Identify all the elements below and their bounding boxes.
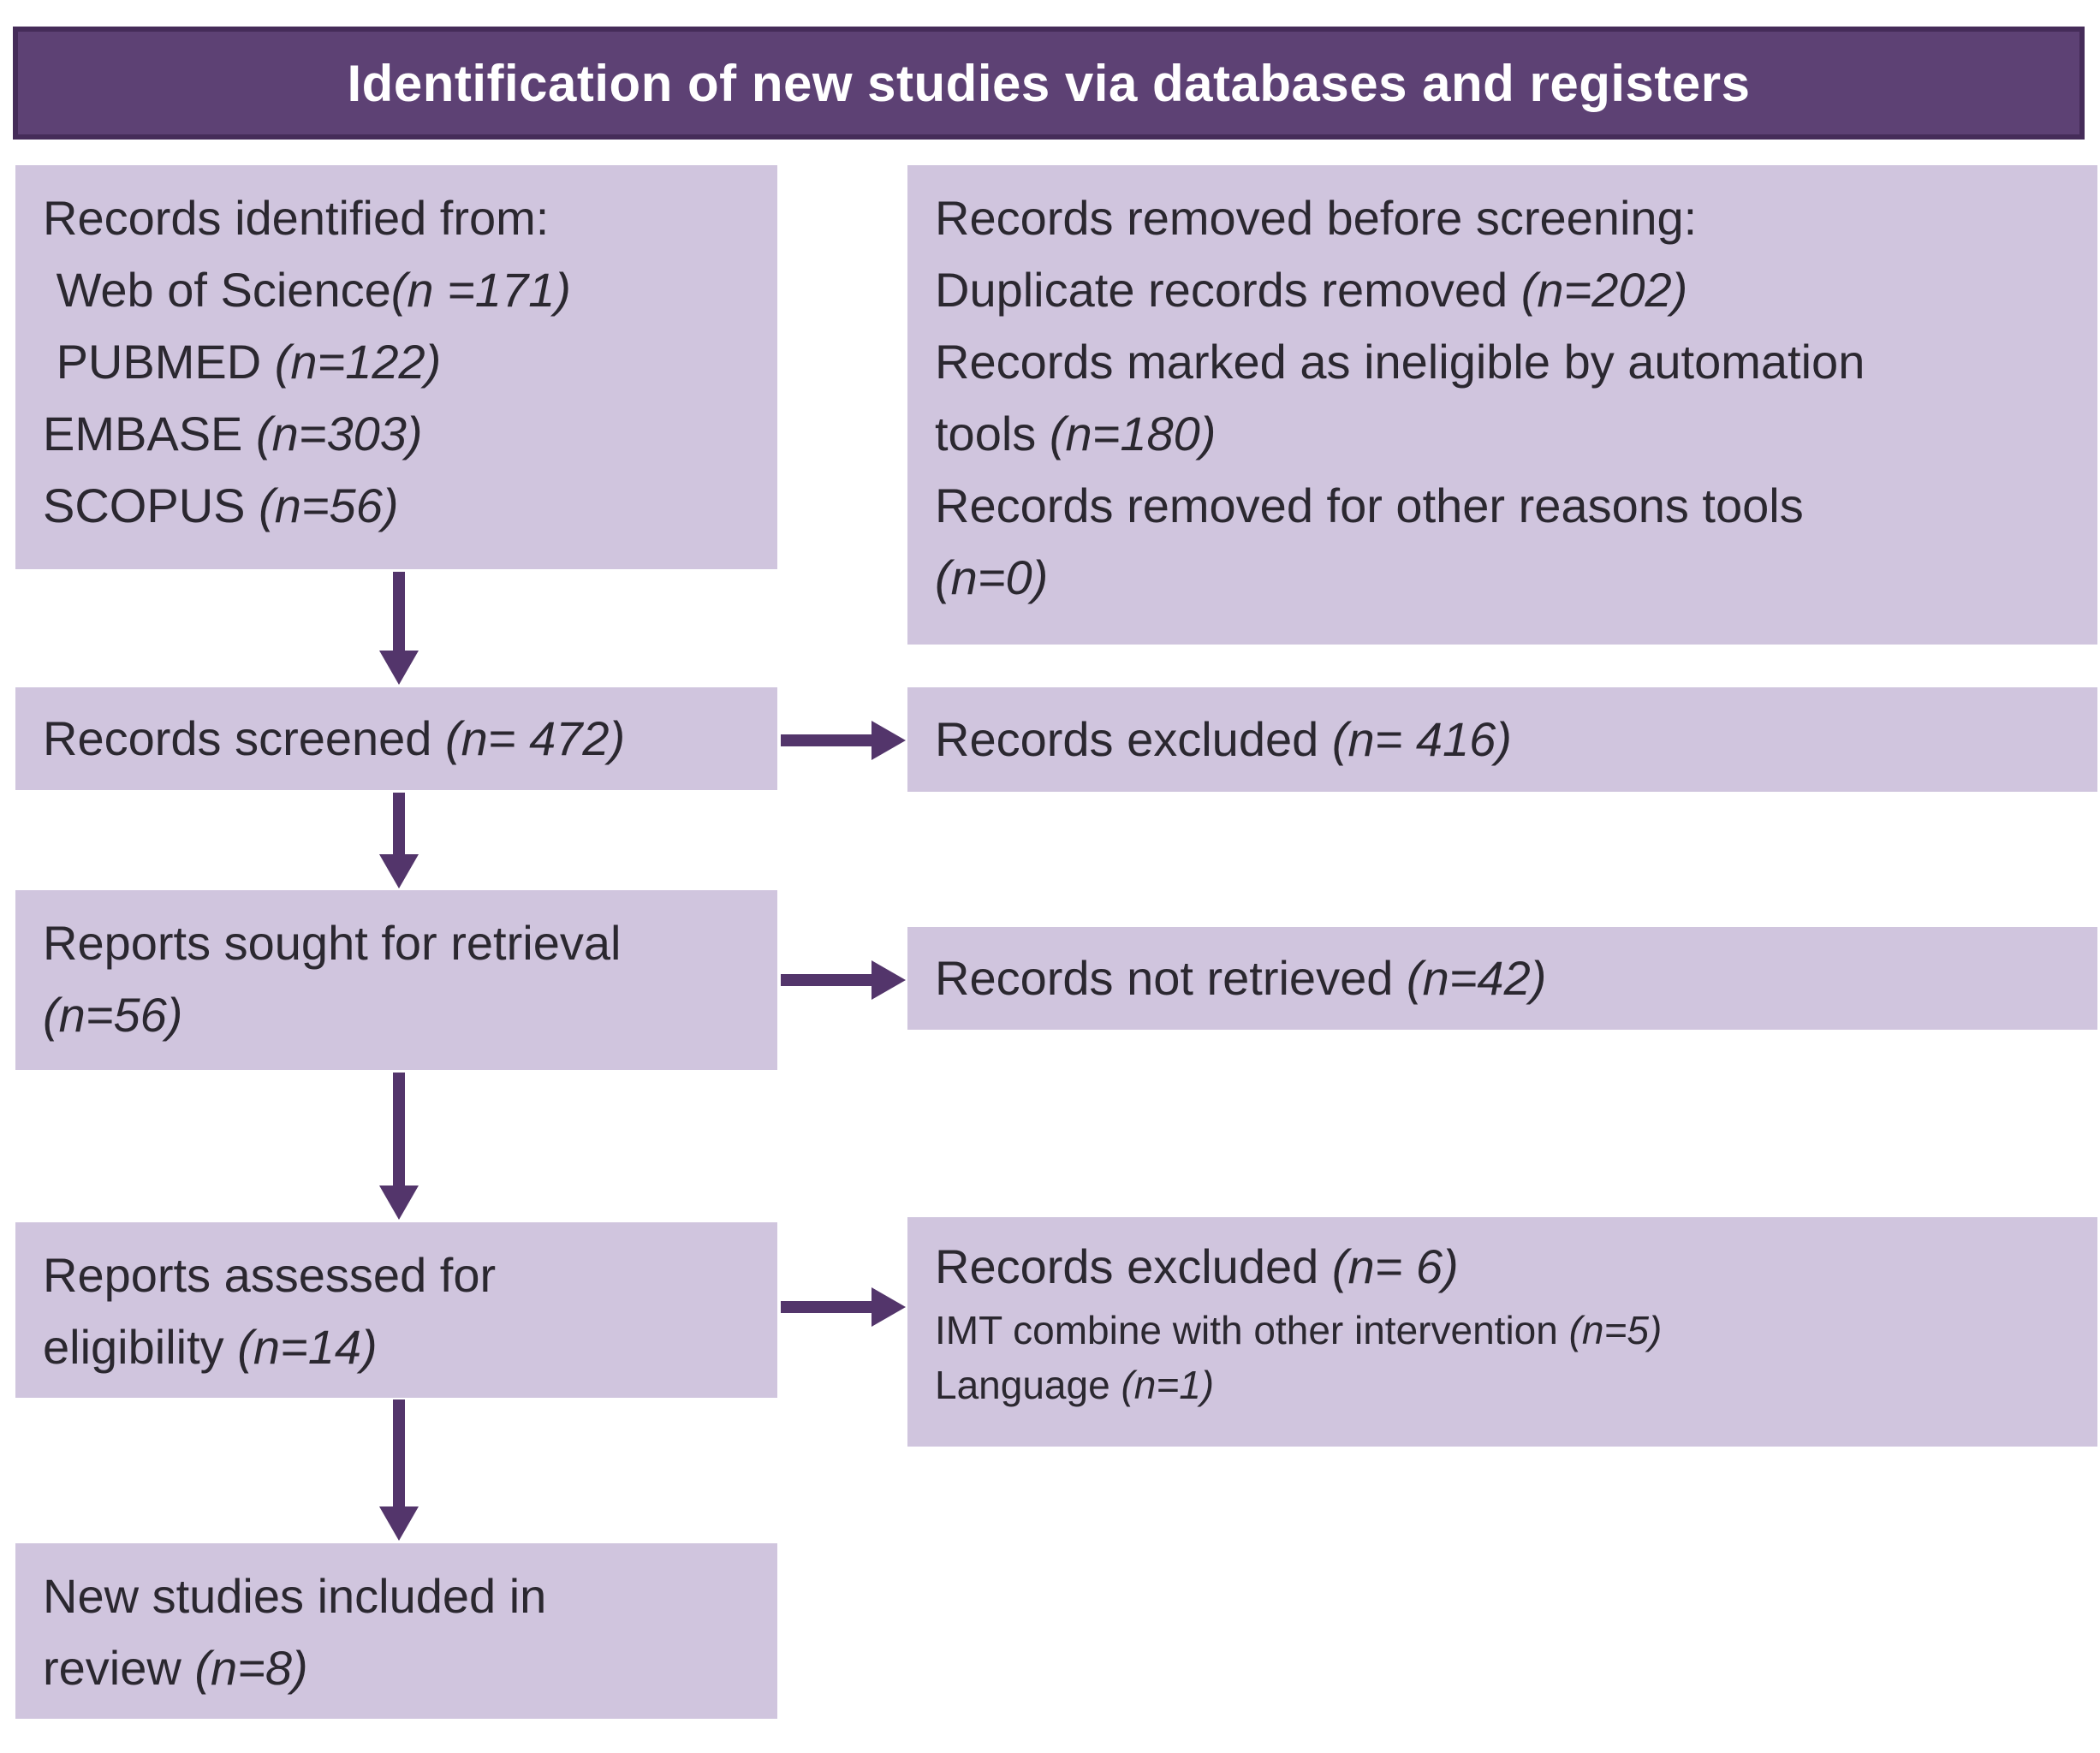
arrow-right-screened-to-excluded-icon (781, 721, 906, 760)
count-value: (n=122) (274, 335, 442, 389)
box-text-line: Records removed before screening: (935, 182, 2070, 254)
box-text-line: Reports assessed for (43, 1239, 750, 1311)
label-text: Records excluded (935, 712, 1332, 766)
label-text: Records excluded (935, 1239, 1332, 1293)
count-value: (n=8) (194, 1641, 308, 1695)
box-text-line: (n=56) (43, 979, 750, 1051)
box-studies-included: New studies included in review (n=8) (15, 1543, 777, 1719)
arrow-head (872, 960, 906, 1000)
count-value: (n=5) (1568, 1308, 1663, 1352)
label-text: Duplicate records removed (935, 263, 1521, 317)
box-text-line: New studies included in (43, 1560, 750, 1632)
arrow-shaft (781, 974, 875, 986)
count-value: (n=56) (43, 988, 183, 1042)
box-text-line: eligibility (n=14) (43, 1311, 750, 1383)
label-text: Records removed for other reasons tools (935, 478, 1804, 532)
arrow-head (379, 651, 419, 685)
label-text: review (43, 1641, 195, 1695)
label-text: Records not retrieved (935, 951, 1407, 1005)
header-banner: Identification of new studies via databa… (13, 27, 2085, 140)
label-text: Records identified from: (43, 191, 550, 245)
count-value: (n=303) (255, 407, 423, 461)
label-text: eligibility (43, 1320, 238, 1374)
box-text-line: EMBASE (n=303) (43, 398, 750, 470)
box-text-line: tools (n=180) (935, 398, 2070, 470)
count-value: (n=14) (237, 1320, 378, 1374)
count-value: (n =171) (390, 263, 571, 317)
label-text: Records screened (43, 711, 446, 765)
box-records-excluded-eligibility: Records excluded (n= 6)IMT combine with … (907, 1217, 2097, 1447)
count-value: (n=180) (1049, 407, 1217, 461)
box-reports-sought: Reports sought for retrieval (n=56) (15, 890, 777, 1070)
box-text-line: Duplicate records removed (n=202) (935, 254, 2070, 326)
box-records-removed-before-screening: Records removed before screening: Duplica… (907, 165, 2097, 645)
label-text: PUBMED (43, 335, 275, 389)
label-text: New studies included in (43, 1569, 547, 1623)
box-text-line: Records marked as ineligible by automati… (935, 326, 2070, 398)
arrow-down-identified-to-screened-icon (379, 572, 419, 685)
label-text: Reports assessed for (43, 1248, 497, 1302)
arrow-head (379, 854, 419, 888)
arrow-head (872, 1287, 906, 1327)
arrow-shaft (393, 793, 405, 858)
count-value: (n= 416) (1331, 712, 1512, 766)
label-text: Web of Science (43, 263, 391, 317)
count-value: (n=0) (935, 550, 1049, 604)
box-text-line: Records identified from: (43, 182, 750, 254)
box-text-line: Language (n=1) (935, 1358, 2070, 1412)
arrow-head (379, 1506, 419, 1541)
label-text: SCOPUS (43, 478, 259, 532)
label-text: tools (935, 407, 1050, 461)
count-value: (n= 6) (1331, 1239, 1459, 1293)
count-value: (n=42) (1406, 951, 1547, 1005)
label-text: Records removed before screening: (935, 191, 1698, 245)
arrow-down-sought-to-assessed-icon (379, 1073, 419, 1220)
arrow-shaft (393, 572, 405, 654)
label-text: IMT combine with other intervention (935, 1308, 1569, 1352)
box-text-line: (n=0) (935, 542, 2070, 614)
box-text-line: SCOPUS (n=56) (43, 470, 750, 542)
box-records-not-retrieved: Records not retrieved (n=42) (907, 927, 2097, 1030)
count-value: (n=1) (1121, 1363, 1215, 1407)
arrow-head (379, 1186, 419, 1220)
count-value: (n=202) (1520, 263, 1688, 317)
box-records-excluded: Records excluded (n= 416) (907, 687, 2097, 792)
label-text: Language (935, 1363, 1121, 1407)
diagram-title: Identification of new studies via databa… (347, 54, 1751, 112)
box-text-line: IMT combine with other intervention (n=5… (935, 1303, 2070, 1358)
arrow-right-assessed-to-excluded-icon (781, 1287, 906, 1327)
arrow-down-assessed-to-included-icon (379, 1399, 419, 1541)
box-text-line: review (n=8) (43, 1632, 750, 1704)
arrow-shaft (781, 1301, 875, 1313)
count-value: (n= 472) (445, 711, 626, 765)
label-text: Records marked as ineligible by automati… (935, 335, 1865, 389)
box-text-line: Records screened (n= 472) (43, 703, 750, 775)
arrow-shaft (393, 1073, 405, 1189)
count-value: (n=56) (259, 478, 399, 532)
box-text-line: Web of Science(n =171) (43, 254, 750, 326)
arrow-down-screened-to-sought-icon (379, 793, 419, 888)
box-text-line: PUBMED (n=122) (43, 326, 750, 398)
box-records-screened: Records screened (n= 472) (15, 687, 777, 790)
arrow-shaft (781, 734, 875, 746)
box-reports-assessed: Reports assessed for eligibility (n=14) (15, 1222, 777, 1398)
arrow-head (872, 721, 906, 760)
box-text-line: Reports sought for retrieval (43, 907, 750, 979)
box-records-identified: Records identified from: Web of Science(… (15, 165, 777, 569)
label-text: EMBASE (43, 407, 256, 461)
box-text-line: Records excluded (n= 416) (935, 704, 2070, 775)
arrow-right-sought-to-not-retrieved-icon (781, 960, 906, 1000)
arrow-shaft (393, 1399, 405, 1510)
label-text: Reports sought for retrieval (43, 916, 622, 970)
box-text-line: Records removed for other reasons tools (935, 470, 2070, 542)
box-text-line: Records not retrieved (n=42) (935, 942, 2070, 1014)
box-text-line: Records excluded (n= 6) (935, 1231, 2070, 1303)
